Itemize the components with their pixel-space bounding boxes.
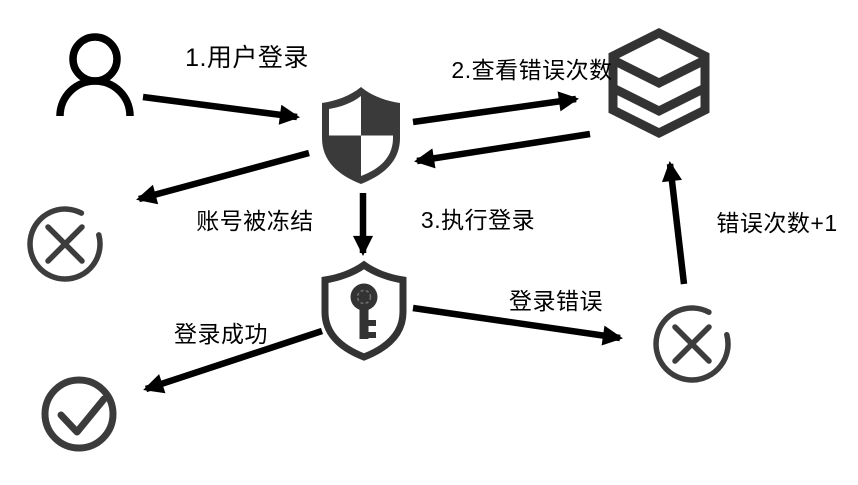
database-stack-icon <box>608 27 710 139</box>
edge-label-login-error: 登录错误 <box>509 288 603 314</box>
shield-checkered-icon <box>322 87 400 184</box>
edge-label-execute-login: 3.执行登录 <box>420 207 536 233</box>
arrow-gateway-to-frozen <box>136 149 310 205</box>
arrow-login-to-success <box>143 327 324 394</box>
edge-label-error-count-plus-one: 错误次数+1 <box>716 210 838 236</box>
user-icon <box>56 33 134 117</box>
arrow-failed-to-database <box>661 160 688 285</box>
arrow-database-to-gateway <box>414 130 591 169</box>
arrow-gateway-to-database <box>412 91 579 126</box>
edge-label-login-success: 登录成功 <box>174 321 268 347</box>
error-circle-icon <box>27 206 103 282</box>
shield-key-icon <box>321 260 407 361</box>
edge-label-account-frozen: 账号被冻结 <box>196 208 314 234</box>
arrow-login-to-failed <box>412 304 623 346</box>
check-circle-icon <box>41 376 117 452</box>
edge-label-user-login: 1.用户登录 <box>185 44 309 72</box>
edge-label-check-error-count: 2.查看错误次数 <box>451 57 613 83</box>
error-circle-icon <box>653 305 731 383</box>
arrow-user-to-gateway <box>142 93 300 125</box>
